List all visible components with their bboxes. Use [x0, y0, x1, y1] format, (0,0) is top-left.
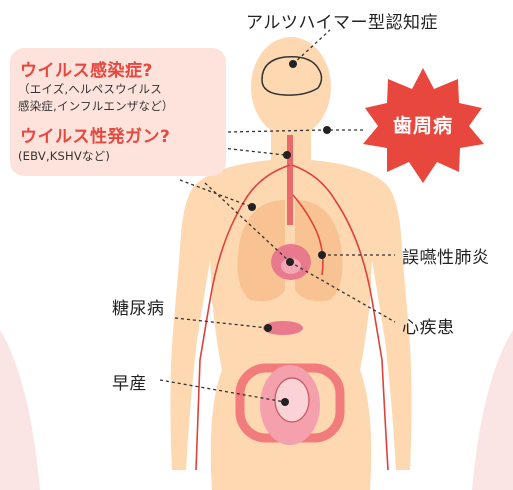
left-side-arc [0, 330, 40, 490]
trachea [287, 135, 293, 225]
virus-infection-examples-line2: 感染症,インフルエンザなど） [18, 98, 174, 114]
virus-infection-heading: ウイルス感染症? [20, 56, 153, 81]
heart-disease-label: 心疾患 [402, 313, 455, 338]
virus-callout: ウイルス感染症? （エイズ,ヘルペスウイルス 感染症,インフルエンザなど） ウイ… [10, 48, 226, 176]
right-side-arc [472, 330, 513, 490]
periodontal-label: 歯周病 [368, 111, 478, 138]
pneumonia-label: 誤嚥性肺炎 [402, 243, 490, 268]
preterm-birth-label: 早産 [112, 369, 147, 394]
diabetes-label: 糖尿病 [112, 294, 165, 319]
alzheimer-label: アルツハイマー型認知症 [246, 8, 438, 33]
virus-cancer-examples: (EBV,KSHVなど) [18, 148, 110, 164]
virus-cancer-heading: ウイルス性発ガン? [20, 122, 170, 147]
fetus [275, 378, 309, 422]
virus-infection-examples-line1: （エイズ,ヘルペスウイルス [18, 81, 162, 97]
